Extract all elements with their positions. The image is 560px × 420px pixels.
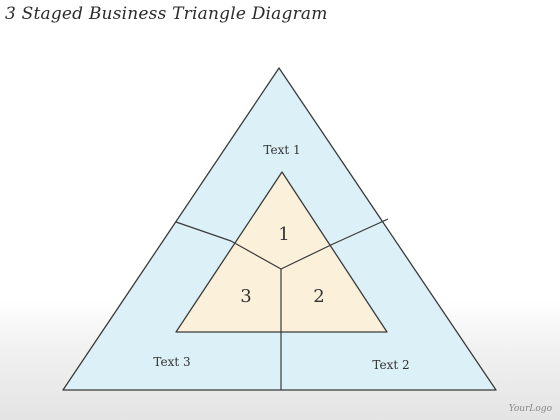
logo-placeholder: YourLogo bbox=[508, 404, 552, 414]
inner-divider-right bbox=[280, 243, 334, 270]
outer-label-top: Text 1 bbox=[263, 143, 300, 157]
outer-label-right: Text 2 bbox=[372, 358, 409, 372]
stage-number-3: 3 bbox=[240, 286, 251, 307]
stage-number-2: 2 bbox=[313, 286, 324, 307]
outer-divider-left bbox=[175, 221, 232, 242]
inner-divider-left bbox=[230, 240, 282, 270]
stage-number-1: 1 bbox=[278, 224, 289, 245]
outer-label-left: Text 3 bbox=[153, 355, 190, 369]
page-title: 3 Staged Business Triangle Diagram bbox=[5, 4, 328, 24]
outer-divider-right bbox=[332, 218, 389, 245]
